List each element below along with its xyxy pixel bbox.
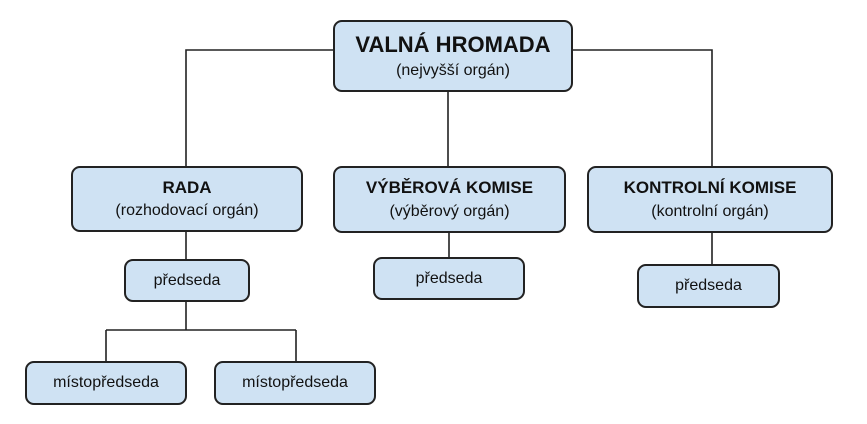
connector-top-to-kontrolni — [573, 49, 713, 166]
node-subtitle: (rozhodovací orgán) — [115, 202, 259, 220]
node-label: předseda — [675, 277, 742, 295]
node-rada: RADA (rozhodovací orgán) — [71, 166, 303, 232]
node-vyberova-chair: předseda — [373, 257, 525, 300]
node-rada-chair: předseda — [124, 259, 250, 302]
node-subtitle: (kontrolní orgán) — [651, 202, 769, 220]
node-subtitle: (výběrový orgán) — [389, 202, 510, 220]
node-label: předseda — [153, 271, 221, 289]
node-label: místopředseda — [242, 374, 348, 392]
node-title: VÝBĚROVÁ KOMISE — [365, 178, 534, 198]
connector-chair-to-vice-chairs — [105, 302, 297, 361]
connector-top-to-rada — [185, 49, 333, 168]
node-vyberova-komise: VÝBĚROVÁ KOMISE (výběrový orgán) — [333, 166, 566, 233]
node-subtitle: (nejvyšší orgán) — [396, 61, 510, 79]
node-kontrolni-chair: předseda — [637, 264, 780, 308]
node-label: místopředseda — [53, 374, 159, 392]
node-title: VALNÁ HROMADA — [355, 32, 551, 58]
node-kontrolni-komise: KONTROLNÍ KOMISE (kontrolní orgán) — [587, 166, 833, 233]
node-rada-vice-chair-2: místopředseda — [214, 361, 376, 405]
node-title: KONTROLNÍ KOMISE — [623, 178, 797, 198]
node-label: předseda — [415, 269, 483, 287]
node-valna-hromada: VALNÁ HROMADA (nejvyšší orgán) — [333, 20, 573, 92]
node-title: RADA — [162, 177, 212, 197]
node-rada-vice-chair-1: místopředseda — [25, 361, 187, 405]
